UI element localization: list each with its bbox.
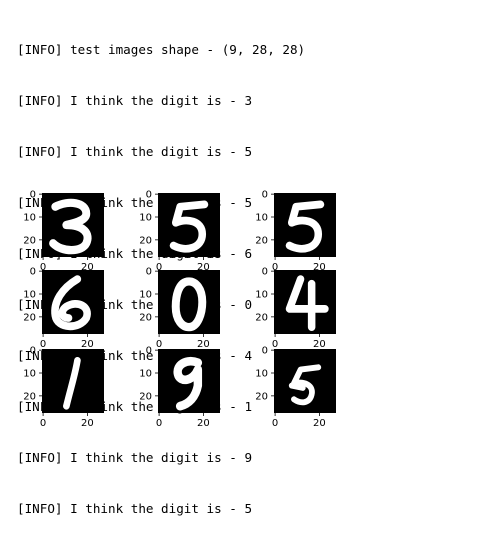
digit-stroke <box>51 275 91 331</box>
y-tick-label: 0 <box>30 267 36 278</box>
log-line-prediction: [INFO] I think the digit is - 5 <box>17 501 253 516</box>
digit-stroke <box>171 277 207 332</box>
x-tick-label: 20 <box>197 339 210 350</box>
digit-stroke <box>288 382 306 391</box>
y-tick-label: 0 <box>30 346 36 357</box>
x-tick-label: 0 <box>40 339 46 350</box>
y-tick-label: 10 <box>23 290 36 301</box>
digit-glyph <box>173 356 203 411</box>
x-tick-label: 0 <box>272 262 278 273</box>
x-tick-label: 20 <box>313 418 326 429</box>
y-tick-label: 20 <box>255 312 268 323</box>
log-line-shape: [INFO] test images shape - (9, 28, 28) <box>17 42 306 57</box>
y-tick-label: 10 <box>255 290 268 301</box>
y-tick-label: 0 <box>262 190 268 201</box>
x-tick-label: 20 <box>81 339 94 350</box>
x-tick-label: 0 <box>40 262 46 273</box>
image-grid-plot: 0 10 20 0 20 0 10 20 0 20 0 10 20 0 20 0 10 20 0 20 0 10 20 0 20… <box>23 190 336 429</box>
digit-stroke <box>169 200 209 253</box>
digit-glyph <box>285 275 329 332</box>
x-tick-label: 20 <box>313 339 326 350</box>
x-tick-label: 20 <box>81 262 94 273</box>
digit-glyph <box>171 277 207 332</box>
y-tick-label: 10 <box>255 369 268 380</box>
y-tick-label: 10 <box>139 369 152 380</box>
log-line-prediction: [INFO] I think the digit is - 9 <box>17 450 253 465</box>
digit-image-grid: 0 10 20 0 20 0 10 20 0 20 0 10 20 0 20 0 10 20 0 20 0 10 20 0 20… <box>23 190 336 429</box>
digit-glyph <box>49 198 92 255</box>
digit-stroke <box>285 200 325 253</box>
x-tick-label: 20 <box>197 418 210 429</box>
y-tick-label: 20 <box>255 235 268 246</box>
digit-stroke <box>49 198 92 255</box>
y-tick-label: 0 <box>262 267 268 278</box>
y-tick-label: 10 <box>23 213 36 224</box>
x-tick-label: 0 <box>272 418 278 429</box>
x-tick-label: 0 <box>156 339 162 350</box>
y-tick-label: 0 <box>146 346 152 357</box>
x-tick-label: 0 <box>156 418 162 429</box>
y-tick-label: 20 <box>139 312 152 323</box>
digit-glyph <box>63 357 81 410</box>
x-tick-label: 20 <box>197 262 210 273</box>
log-line-prediction: [INFO] I think the digit is - 3 <box>17 93 253 108</box>
x-tick-label: 0 <box>40 418 46 429</box>
y-tick-label: 0 <box>146 190 152 201</box>
y-tick-label: 0 <box>262 346 268 357</box>
digit-image <box>274 270 336 334</box>
digit-glyph <box>288 364 322 406</box>
y-tick-label: 20 <box>23 312 36 323</box>
x-tick-label: 0 <box>272 339 278 350</box>
log-line-prediction: [INFO] I think the digit is - 5 <box>17 144 253 159</box>
y-tick-label: 20 <box>23 235 36 246</box>
y-tick-label: 10 <box>139 213 152 224</box>
y-tick-label: 20 <box>255 391 268 402</box>
x-tick-label: 20 <box>313 262 326 273</box>
digit-stroke <box>63 357 81 410</box>
x-tick-label: 0 <box>156 262 162 273</box>
y-tick-label: 0 <box>146 267 152 278</box>
digit-glyph <box>169 200 209 253</box>
digit-stroke <box>173 356 203 411</box>
y-tick-label: 0 <box>30 190 36 201</box>
digit-glyph <box>285 200 325 253</box>
y-tick-label: 10 <box>23 369 36 380</box>
digit-glyph <box>51 275 91 331</box>
y-tick-label: 20 <box>139 235 152 246</box>
x-tick-label: 20 <box>81 418 94 429</box>
digit-stroke <box>291 364 322 406</box>
y-tick-label: 10 <box>255 213 268 224</box>
y-tick-label: 20 <box>23 391 36 402</box>
y-tick-label: 10 <box>139 290 152 301</box>
y-tick-label: 20 <box>139 391 152 402</box>
